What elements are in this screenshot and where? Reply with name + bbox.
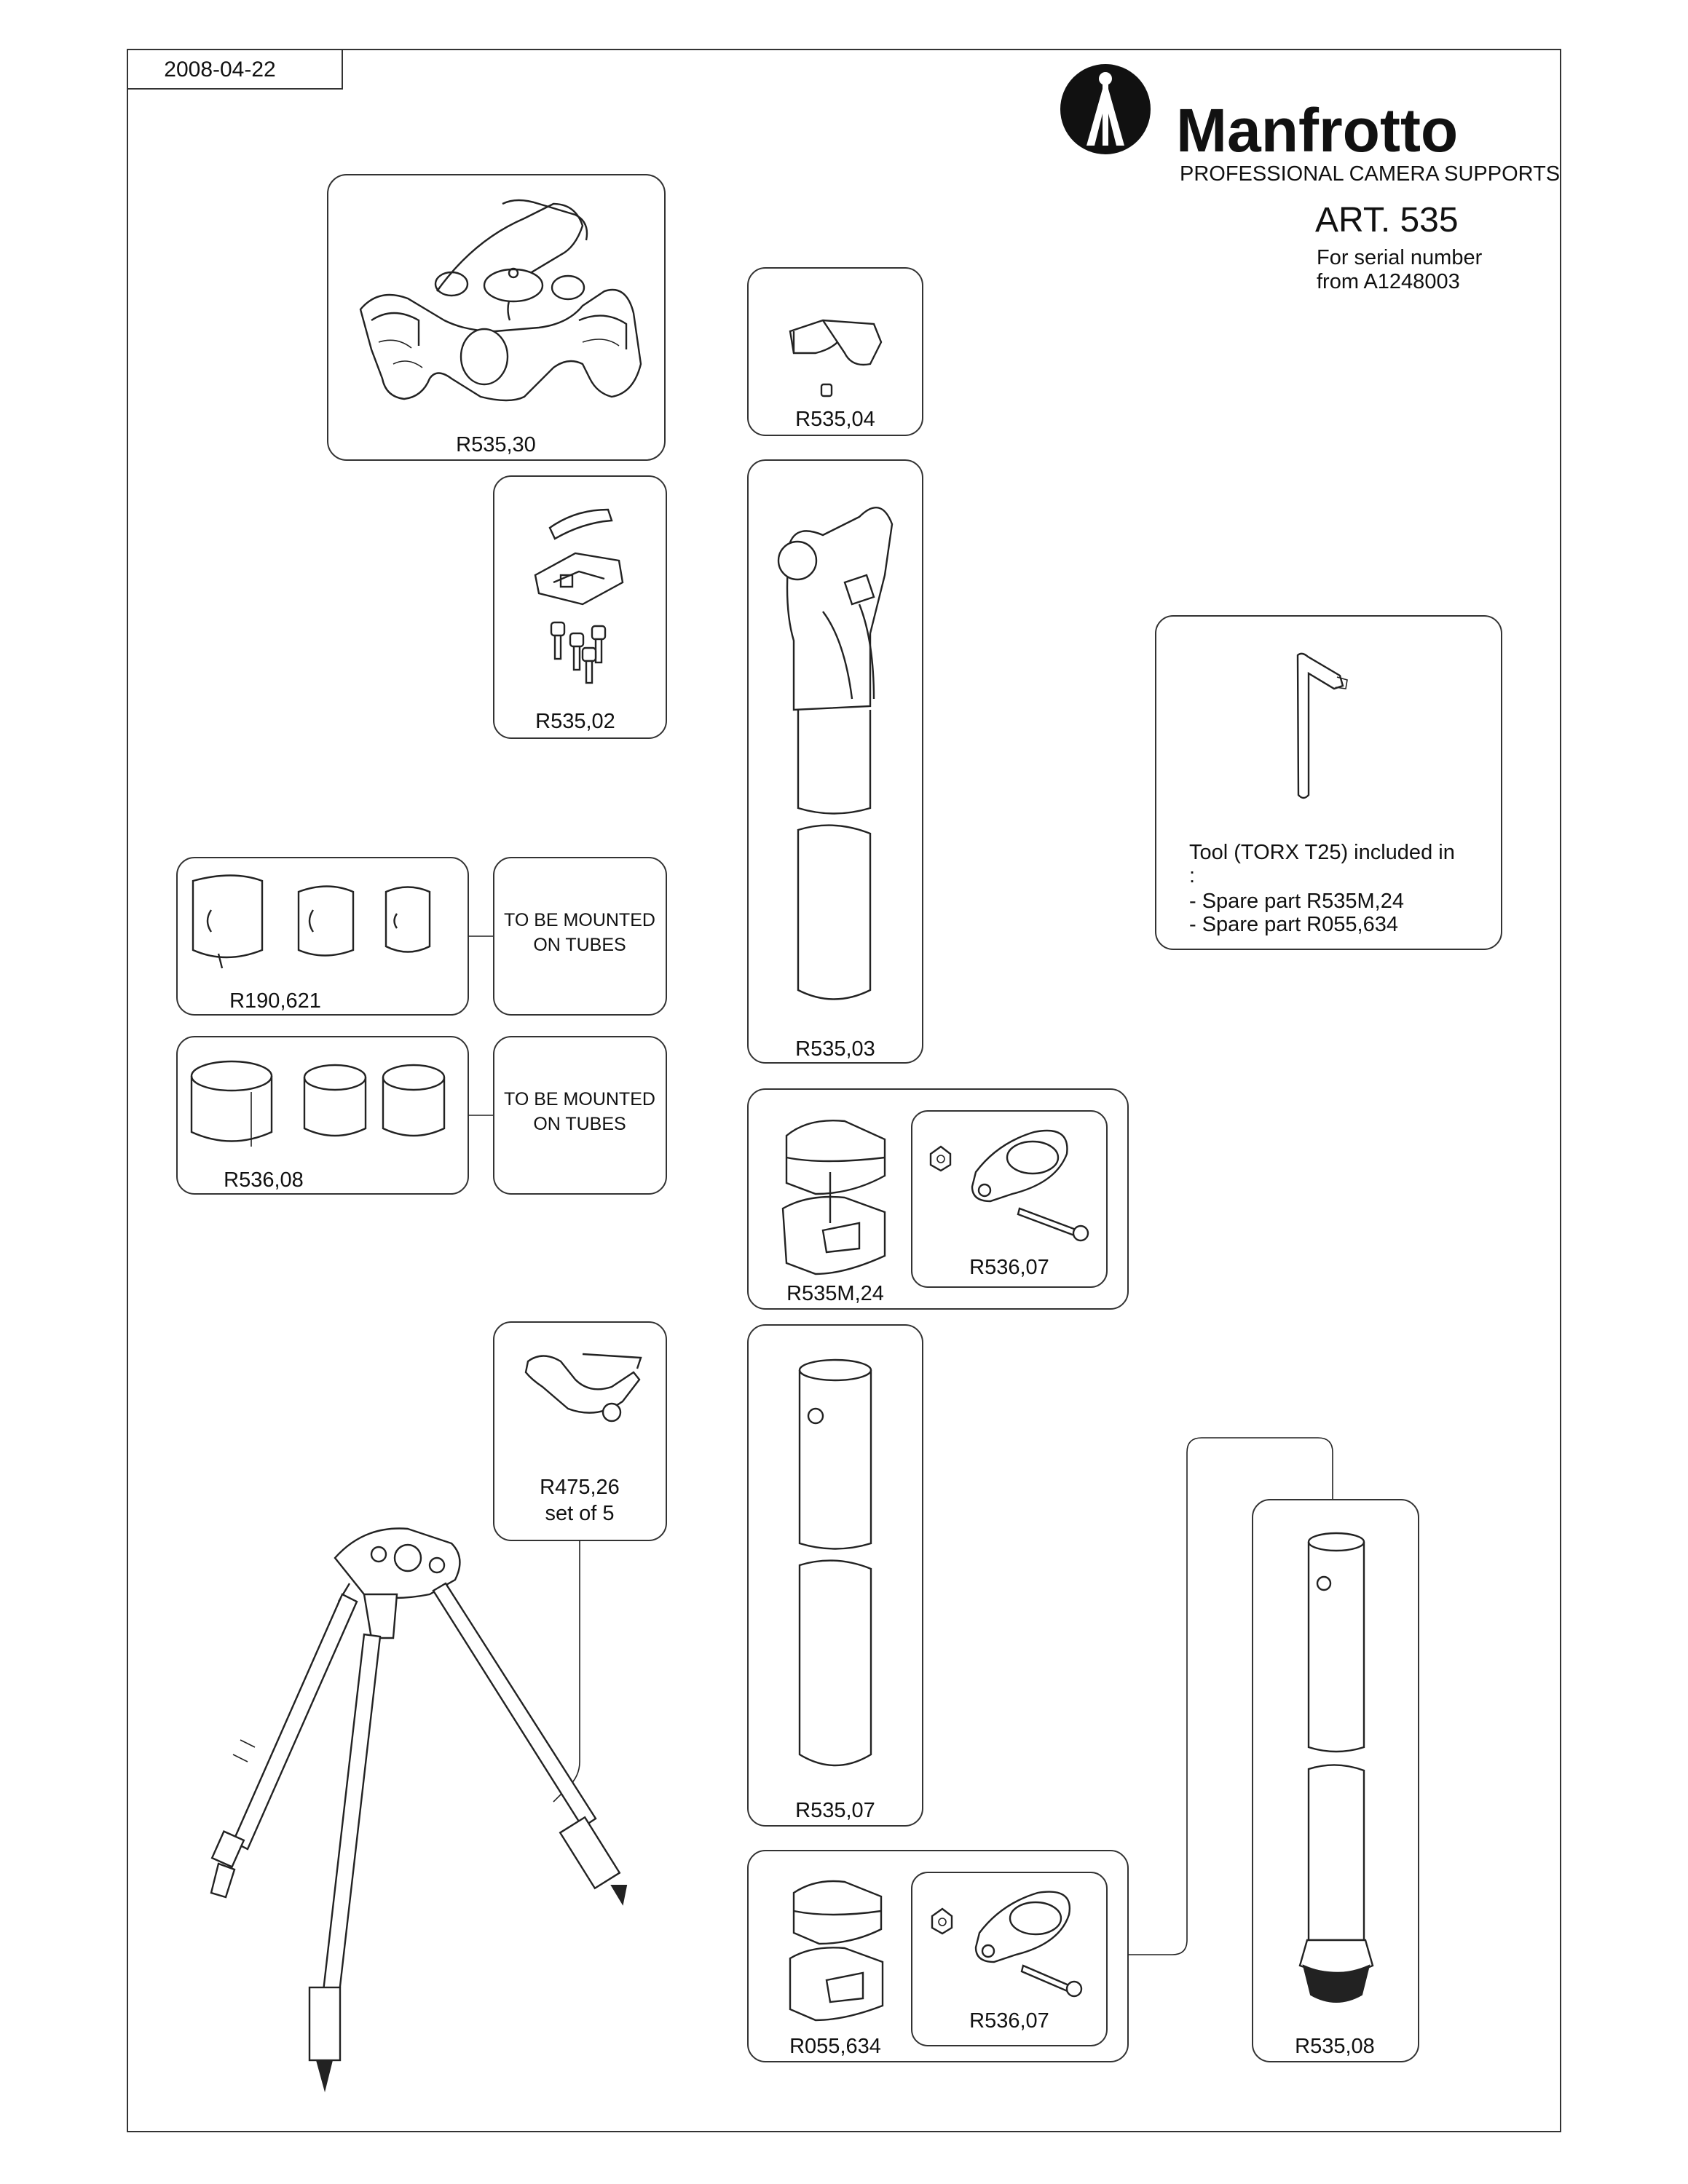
manfrotto-logo-icon xyxy=(1060,64,1151,154)
collar-rings-icon xyxy=(190,1060,446,1147)
mount-note-a-line-1: TO BE MOUNTED xyxy=(504,910,655,930)
part-label-r535-02: R535,02 xyxy=(535,710,615,733)
serial-line-1: For serial number xyxy=(1317,246,1483,269)
mount-note-a-line-2: ON TUBES xyxy=(533,935,626,955)
hinge-bracket-screws-icon xyxy=(534,508,624,684)
date-box xyxy=(127,49,343,90)
part-label-r535-03: R535,03 xyxy=(795,1037,875,1061)
part-box-r535-08: R535,08 xyxy=(1252,1499,1419,2062)
mount-note-box-a: TO BE MOUNTED ON TUBES xyxy=(493,857,667,1016)
part-label-r190-621: R190,621 xyxy=(229,989,321,1013)
part-label-r535-30: R535,30 xyxy=(456,433,536,456)
split-rings-icon xyxy=(192,874,431,969)
clip-cap-icon xyxy=(789,319,883,397)
brand-tagline: PROFESSIONAL CAMERA SUPPORTS xyxy=(1180,162,1560,186)
leg-lock-lower-icon xyxy=(789,1880,884,2022)
tool-line-2: : xyxy=(1189,864,1195,887)
mid-leg-tube-icon xyxy=(798,1358,872,1767)
connector-r055-634 xyxy=(1128,1437,1333,1955)
upper-leg-tube-icon xyxy=(777,506,894,1000)
brand-name: Manfrotto xyxy=(1176,96,1458,165)
part-label-r535m-24: R535M,24 xyxy=(786,1282,884,1305)
tripod-assembly-icon xyxy=(210,1527,628,2092)
sub-box-r536-07-b xyxy=(911,1872,1108,2046)
part-label-r475-26-line-2: set of 5 xyxy=(545,1502,614,1525)
part-label-r055-634: R055,634 xyxy=(789,2035,881,2058)
sub-box-r536-07-a xyxy=(911,1110,1108,1288)
part-box-r536-08: R536,08 xyxy=(176,1036,469,1195)
lever-bolt-icon xyxy=(929,1129,1089,1242)
part-label-r536-07-b: R536,07 xyxy=(969,2009,1049,2033)
torx-key-icon xyxy=(1296,652,1348,799)
tool-line-4: - Spare part R055,634 xyxy=(1189,913,1398,936)
lower-leg-tube-icon xyxy=(1298,1532,1374,2003)
part-label-r536-07-a: R536,07 xyxy=(969,1256,1049,1279)
mount-note-b-line-2: ON TUBES xyxy=(533,1114,626,1134)
date-label: 2008-04-22 xyxy=(164,58,275,82)
tool-line-3: - Spare part R535M,24 xyxy=(1189,890,1404,913)
tool-line-1: Tool (TORX T25) included in xyxy=(1189,841,1455,864)
part-box-r475-26: R475,26 set of 5 xyxy=(493,1321,667,1541)
part-box-r535m-24: R535M,24 R536,07 xyxy=(747,1088,1129,1310)
part-label-r475-26-line-1: R475,26 xyxy=(540,1476,620,1499)
part-label-r535-04: R535,04 xyxy=(795,408,875,431)
spider-icon xyxy=(359,199,642,402)
part-box-r535-04: R535,04 xyxy=(747,267,923,436)
part-box-r535-03: R535,03 xyxy=(747,459,923,1064)
article-number: ART. 535 xyxy=(1315,201,1459,240)
mount-note-b-line-1: TO BE MOUNTED xyxy=(504,1089,655,1109)
page-frame xyxy=(127,49,1561,2132)
lever-bolt-lower-icon xyxy=(931,1891,1083,1998)
leg-clamp-icon xyxy=(524,1353,642,1423)
mount-note-box-b: TO BE MOUNTED ON TUBES xyxy=(493,1036,667,1195)
part-box-r535-30: R535,30 xyxy=(327,174,666,461)
part-box-r535-07: R535,07 xyxy=(747,1324,923,1827)
serial-line-2: from A1248003 xyxy=(1317,270,1460,293)
part-label-r536-08: R536,08 xyxy=(224,1168,304,1192)
part-box-r535-02: R535,02 xyxy=(493,475,667,739)
part-label-r535-07: R535,07 xyxy=(795,1799,875,1822)
part-label-r535-08: R535,08 xyxy=(1295,2035,1375,2058)
part-box-r190-621: R190,621 xyxy=(176,857,469,1016)
tool-note-box: Tool (TORX T25) included in : - Spare pa… xyxy=(1155,615,1502,950)
leg-lock-icon xyxy=(781,1120,886,1275)
part-box-r055-634: R055,634 R536,07 xyxy=(747,1850,1129,2062)
